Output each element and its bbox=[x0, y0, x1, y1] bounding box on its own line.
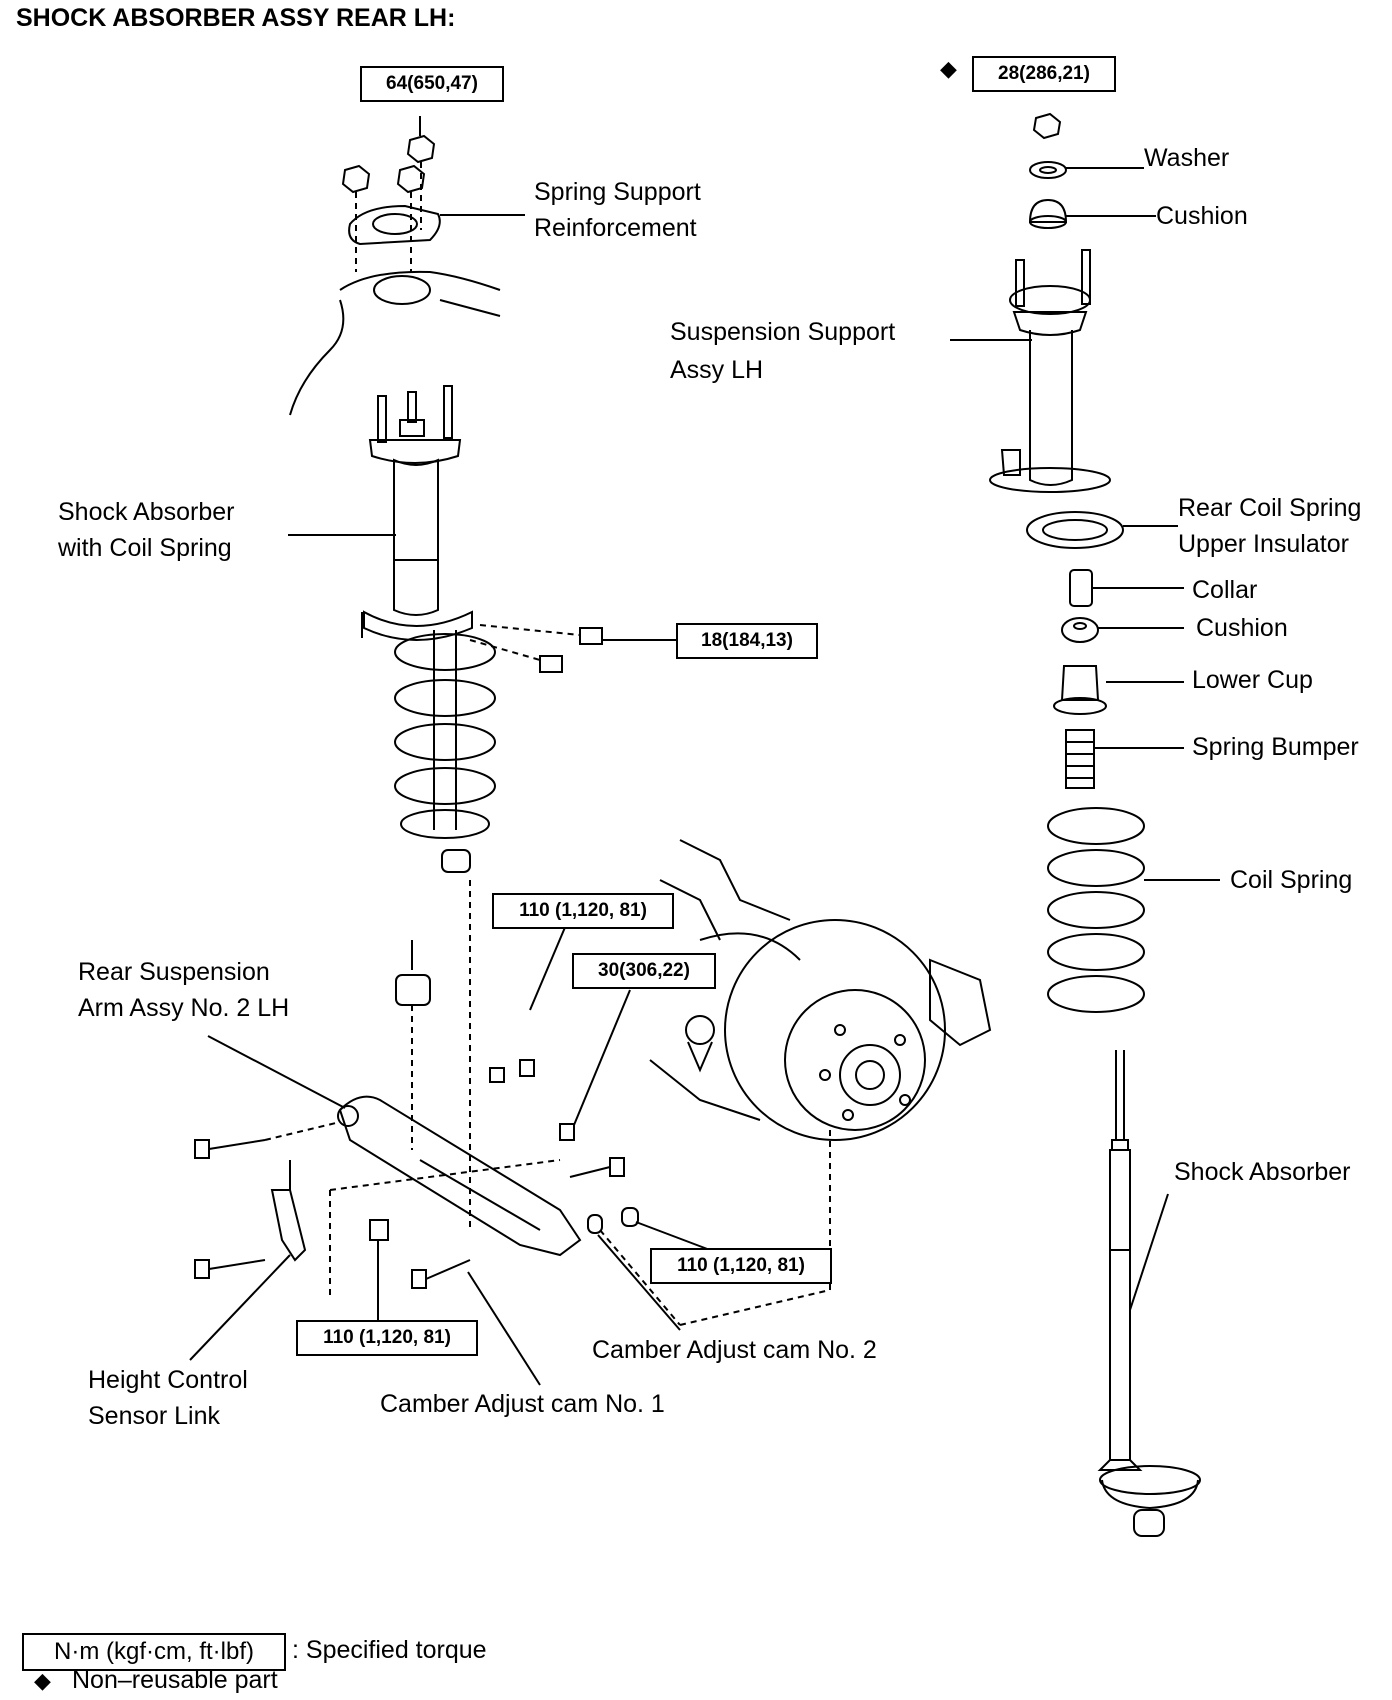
label-cam2: Camber Adjust cam No. 2 bbox=[592, 1336, 877, 1364]
label-height-line2: Sensor Link bbox=[88, 1402, 221, 1430]
label-washer: Washer bbox=[1144, 144, 1230, 172]
label-cushion-mid: Cushion bbox=[1196, 614, 1288, 642]
nonreusable-diamond-icon: ◆ bbox=[940, 56, 957, 81]
label-cam1: Camber Adjust cam No. 1 bbox=[380, 1390, 665, 1418]
rear-suspension-arm bbox=[207, 1035, 582, 1257]
coil-spring-part bbox=[1047, 807, 1220, 1013]
spring-support-reinforcement bbox=[348, 204, 525, 246]
label-rear-arm-line1: Rear Suspension bbox=[78, 958, 270, 986]
collar-part bbox=[1069, 569, 1184, 607]
label-susp-support-line1: Suspension Support bbox=[670, 318, 896, 346]
brake-disc-hub bbox=[649, 839, 992, 1141]
stabilizer-link bbox=[395, 940, 431, 1150]
bracket-bolts bbox=[469, 624, 676, 673]
label-spring-support-line1: Spring Support bbox=[534, 178, 701, 206]
cushion-top-part bbox=[1028, 198, 1156, 229]
torque-spec-bracket: 18(184,13) bbox=[676, 623, 818, 659]
arm-bolts bbox=[194, 1059, 639, 1289]
label-shock-absorber: Shock Absorber bbox=[1174, 1158, 1351, 1186]
upper-insulator-part bbox=[1026, 511, 1178, 549]
label-insulator-line1: Rear Coil Spring bbox=[1178, 494, 1362, 522]
label-rear-arm-line2: Arm Assy No. 2 LH bbox=[78, 994, 290, 1022]
label-insulator-line2: Upper Insulator bbox=[1178, 530, 1349, 558]
torque-spec-top-left: 64(650,47) bbox=[360, 66, 504, 102]
legend-torque-desc: : Specified torque bbox=[292, 1636, 487, 1664]
torque-spec-right-low: 110 (1,120, 81) bbox=[650, 1248, 832, 1284]
top-nuts-left bbox=[341, 116, 436, 272]
page-title: SHOCK ABSORBER ASSY REAR LH: bbox=[16, 4, 456, 32]
height-sensor-link bbox=[189, 1160, 307, 1361]
torque-spec-30: 30(306,22) bbox=[572, 953, 716, 989]
lower-cup-part bbox=[1053, 665, 1184, 715]
label-shock-coil-line2: with Coil Spring bbox=[58, 534, 232, 562]
torque-spec-bottom: 110 (1,120, 81) bbox=[296, 1320, 478, 1356]
spring-bumper-part bbox=[1065, 729, 1184, 789]
label-susp-support-line2: Assy LH bbox=[670, 356, 764, 384]
torque-spec-top-right: 28(286,21) bbox=[972, 56, 1116, 92]
label-spring-support-line2: Reinforcement bbox=[534, 214, 697, 242]
dashed-alignment-lines bbox=[329, 880, 831, 1386]
label-cushion-top: Cushion bbox=[1156, 202, 1248, 230]
top-nut-right bbox=[1032, 112, 1062, 140]
legend-torque-box: N·m (kgf·cm, ft·lbf) bbox=[22, 1633, 286, 1671]
shock-with-coil-spring bbox=[288, 385, 496, 873]
torque-spec-mid: 110 (1,120, 81) bbox=[492, 893, 674, 929]
legend-diamond-icon: ◆ bbox=[34, 1668, 51, 1693]
label-lower-cup: Lower Cup bbox=[1192, 666, 1313, 694]
label-collar: Collar bbox=[1192, 576, 1258, 604]
label-shock-coil-line1: Shock Absorber bbox=[58, 498, 235, 526]
shock-absorber-part bbox=[1097, 1050, 1201, 1537]
cushion-mid-part bbox=[1061, 617, 1184, 643]
label-coil-spring: Coil Spring bbox=[1230, 866, 1353, 894]
label-height-line1: Height Control bbox=[88, 1366, 248, 1394]
washer-part bbox=[1029, 161, 1144, 179]
suspension-support-part bbox=[950, 249, 1111, 493]
body-panel bbox=[289, 270, 501, 416]
label-spring-bumper: Spring Bumper bbox=[1192, 733, 1359, 761]
legend-nonreusable: Non–reusable part bbox=[72, 1666, 278, 1694]
